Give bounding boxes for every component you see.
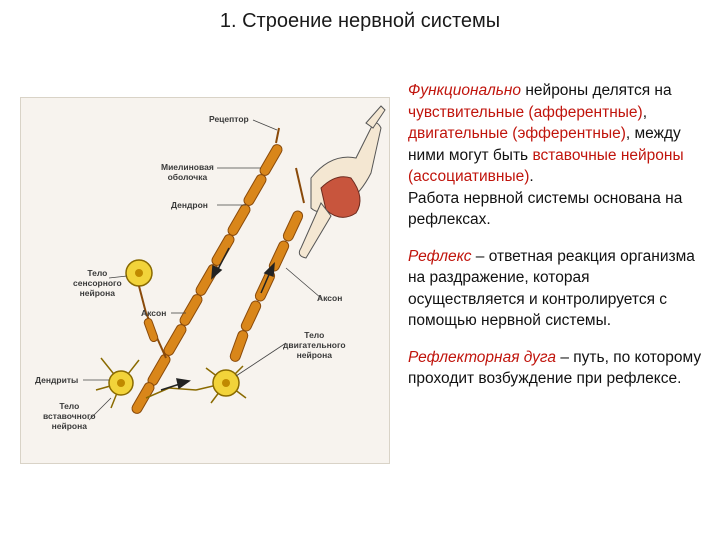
- sensory-neuron-body-text: Тело сенсорного нейрона: [73, 268, 122, 298]
- axon-right-label: Аксон: [317, 293, 343, 303]
- slide-title: 1. Строение нервной системы: [219, 10, 501, 32]
- p1-part1: нейроны делятся на: [521, 82, 672, 99]
- reflex-arc-definition-text: – путь, по которому проходит возбуждение…: [408, 348, 702, 388]
- reflex-arc-definition-paragraph: Рефлекторная дуга – путь, по которому пр…: [408, 347, 708, 390]
- interneuron-body-label: Тело вставочного нейрона: [43, 401, 96, 431]
- term-reflex-arc: Рефлекторная дуга: [408, 348, 557, 366]
- dendrites-label: Дендриты: [35, 375, 79, 385]
- reflex-definition-text: – ответная реакция организма на раздраже…: [408, 247, 695, 330]
- reflex-arc-diagram: [83, 105, 386, 421]
- arm-illustration: [298, 105, 386, 259]
- p1-part4: .: [529, 168, 534, 185]
- neuron-classification-paragraph: Функционально нейроны делятся на чувстви…: [408, 80, 708, 231]
- efferent-highlight: двигательные (эфферентные): [408, 125, 626, 142]
- interneuron-body-text: Тело вставочного нейрона: [43, 401, 96, 431]
- reflex-definition-paragraph: Рефлекс – ответная реакция организма на …: [408, 246, 708, 332]
- p1-part3: , между ними могут быть: [408, 125, 681, 164]
- afferent-highlight: чувствительные (афферентные): [408, 103, 643, 121]
- term-functionally: Функционально: [408, 82, 522, 99]
- signal-arrows: [160, 247, 275, 391]
- motor-neuron-body-label: Тело двигательного нейрона: [283, 330, 346, 360]
- myelin-sheath-text: Миелиновая оболочка: [161, 162, 214, 182]
- myelin-sheath-label: Миелиновая оболочка: [161, 162, 214, 182]
- p1-part2: ,: [642, 103, 648, 121]
- reflex-basis-sentence: Работа нервной системы основана на рефле…: [408, 189, 683, 229]
- term-reflex: Рефлекс: [408, 247, 472, 265]
- axon-left-label: Аксон: [141, 308, 167, 318]
- motor-neuron-body-text: Тело двигательного нейрона: [283, 330, 346, 360]
- reflex-arc-figure: Рецептор Миелиновая оболочка Дендрон Тел…: [20, 97, 390, 464]
- sensory-neuron-fiber: [131, 127, 283, 414]
- sensory-neuron-body-label: Тело сенсорного нейрона: [73, 268, 122, 298]
- dendron-label: Дендрон: [171, 200, 208, 210]
- text-column: Функционально нейроны делятся на чувстви…: [408, 80, 708, 405]
- interneuron-highlight: вставочные нейроны (ассоциативные): [408, 146, 684, 186]
- motor-neuron-fiber: [229, 167, 305, 362]
- receptor-label: Рецептор: [209, 114, 249, 124]
